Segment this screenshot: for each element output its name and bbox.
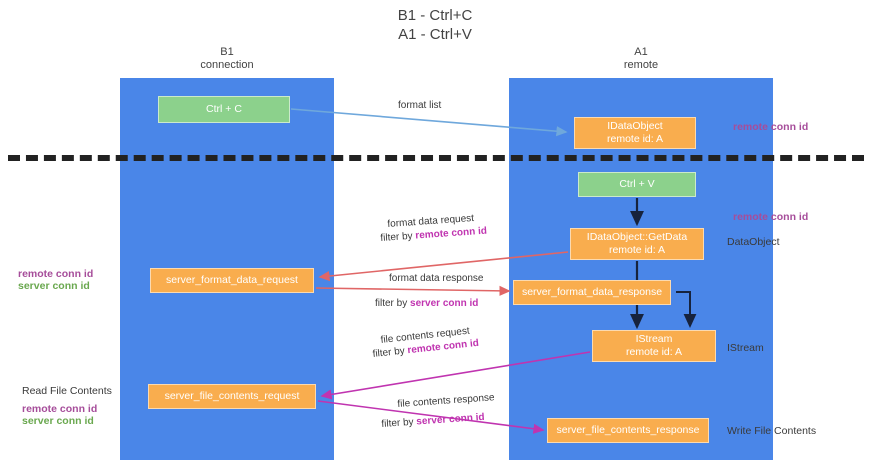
filter-key: server conn id [410, 298, 479, 309]
annotation-remote-conn-id-top: remote conn id [733, 121, 809, 133]
node-istream[interactable]: IStream remote id: A [592, 330, 716, 362]
annotation-left-server-conn-id-2: server conn id [22, 415, 94, 427]
lane-header-b1: B1 connection [200, 46, 254, 71]
annotation-istream: IStream [727, 342, 764, 354]
node-server-file-contents-response[interactable]: server_file_contents_response [547, 418, 709, 443]
annotation-left-server-conn-id-1: server conn id [18, 280, 90, 292]
filter-prefix: filter by [372, 345, 409, 360]
annotation-left-remote-conn-id-2: remote conn id [22, 403, 98, 415]
annotation-left-remote-conn-id-1: remote conn id [18, 268, 94, 280]
annotation-dataobject: DataObject [727, 236, 780, 248]
edge-label-format-data-response: format data response [389, 273, 484, 284]
annotation-remote-conn-id-mid: remote conn id [733, 211, 809, 223]
node-server-format-data-request[interactable]: server_format_data_request [150, 268, 314, 293]
lane-header-a1: A1 remote [623, 46, 659, 71]
edge-label-file-contents-response-filter: filter by server conn id [381, 411, 485, 431]
node-ctrl-v[interactable]: Ctrl + V [578, 172, 696, 197]
phase-divider [8, 155, 864, 161]
page-title: B1 - Ctrl+C A1 - Ctrl+V [397, 7, 473, 43]
annotation-write-file-contents: Write File Contents [727, 425, 817, 437]
edge-label-format-list: format list [398, 100, 442, 111]
filter-key: server conn id [416, 411, 485, 428]
node-server-file-contents-request[interactable]: server_file_contents_request [148, 384, 316, 409]
filter-prefix: filter by [375, 298, 411, 309]
filter-prefix: filter by [381, 416, 417, 430]
node-server-format-data-response[interactable]: server_format_data_response [513, 280, 671, 305]
node-ctrl-c[interactable]: Ctrl + C [158, 96, 290, 123]
node-idataobject[interactable]: IDataObject remote id: A [574, 117, 696, 149]
filter-key: remote conn id [415, 225, 488, 242]
filter-prefix: filter by [380, 230, 416, 244]
node-idataobject-getdata[interactable]: IDataObject::GetData remote id: A [570, 228, 704, 260]
annotation-read-file-contents: Read File Contents [22, 385, 112, 397]
edge-label-format-data-response-filter: filter by server conn id [375, 297, 478, 310]
edge-label-file-contents-response: file contents response [397, 392, 495, 410]
